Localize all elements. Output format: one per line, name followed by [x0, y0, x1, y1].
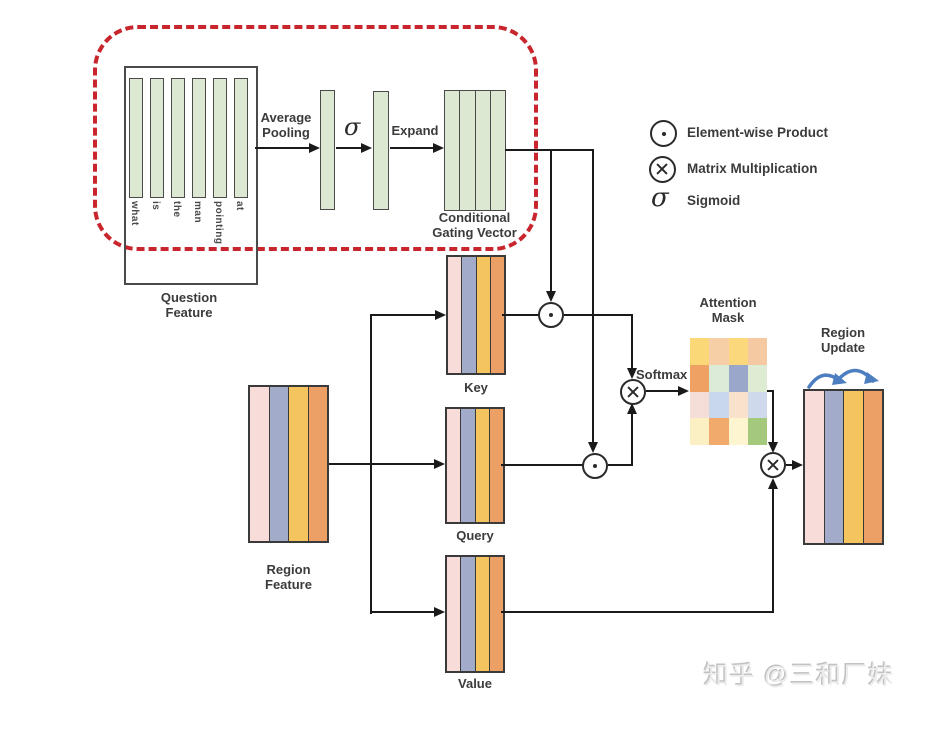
connector — [371, 611, 434, 613]
region-feature-block — [248, 385, 329, 543]
attention-mask-cell — [709, 338, 729, 365]
attention-mask-cell — [728, 418, 748, 445]
connector — [390, 147, 433, 149]
question-token-bar — [150, 78, 164, 198]
legend-matmul-label: Matrix Multiplication — [687, 161, 818, 176]
connector — [772, 489, 774, 613]
query-label: Query — [456, 528, 494, 543]
expand-label: Expand — [391, 123, 439, 138]
attention-mask-cell — [728, 364, 748, 392]
watermark: 知乎 @三和厂妹 — [704, 662, 895, 690]
attention-mask-cell — [690, 418, 710, 445]
arrowhead — [768, 478, 778, 489]
connector — [550, 150, 552, 291]
matrix-multiplication-op-softmax — [620, 379, 646, 405]
arrowhead — [433, 143, 444, 153]
sigma-symbol: σ — [344, 113, 361, 141]
sigmoid-icon: σ — [651, 183, 669, 213]
gated-vector-bar — [373, 91, 389, 210]
value-label: Value — [458, 676, 492, 691]
attention-mask-cell — [690, 338, 710, 365]
question-token-bar — [234, 78, 248, 198]
connector — [767, 390, 774, 392]
question-token-label: man — [192, 201, 203, 224]
attention-mask-cell — [747, 418, 767, 445]
connector — [631, 315, 633, 368]
attention-mask-cell — [709, 364, 729, 392]
conditional-gating-vector-label: Conditional Gating Vector — [432, 210, 517, 240]
arrowhead — [361, 143, 372, 153]
attention-mask-cell — [690, 391, 710, 419]
question-token-bar — [129, 78, 143, 198]
attention-mask-grid — [690, 338, 767, 445]
attention-mask-cell — [728, 391, 748, 419]
question-token-bar — [213, 78, 227, 198]
region-update-block — [803, 389, 884, 545]
attention-mask-cell — [690, 364, 710, 392]
arrowhead — [792, 460, 803, 470]
attention-mask-cell — [747, 364, 767, 392]
key-block — [446, 255, 506, 375]
attention-mask-cell — [728, 338, 748, 365]
matrix-multiplication-op-output — [760, 452, 786, 478]
legend-sigmoid-label: Sigmoid — [687, 193, 741, 208]
question-token-label: pointing — [213, 201, 224, 245]
question-token-bar — [192, 78, 206, 198]
connector — [786, 464, 792, 466]
gating-module-outline — [93, 25, 538, 251]
connector — [502, 314, 539, 316]
attention-mask-cell — [747, 338, 767, 365]
arrowhead — [627, 403, 637, 414]
question-token-label: the — [171, 201, 182, 218]
attention-mask-label: Attention Mask — [699, 295, 757, 325]
connector — [501, 464, 583, 466]
conditional-gating-vector-block — [444, 90, 506, 211]
value-block — [445, 555, 505, 673]
average-pooling-label: Average Pooling — [260, 110, 312, 140]
arrowhead — [588, 442, 598, 453]
arrowhead — [434, 607, 445, 617]
softmax-label: Softmax — [636, 367, 688, 382]
attention-mask-cell — [709, 391, 729, 419]
elementwise-product-icon — [650, 120, 677, 147]
connector — [371, 314, 435, 316]
connector — [608, 464, 633, 466]
connector — [505, 149, 594, 151]
question-token-label: is — [150, 201, 161, 211]
region-feature-label: Region Feature — [265, 562, 312, 592]
connector — [501, 611, 774, 613]
arrowhead — [434, 459, 445, 469]
legend-elementwise-label: Element-wise Product — [687, 125, 829, 140]
attention-mask-cell — [709, 418, 729, 445]
arrowhead — [678, 386, 689, 396]
arrowhead — [768, 442, 778, 453]
connector — [646, 390, 678, 392]
question-feature-box — [124, 66, 258, 285]
connector — [371, 463, 434, 465]
connector — [336, 147, 361, 149]
connector — [329, 463, 372, 465]
connector — [592, 150, 594, 442]
connector — [255, 147, 309, 149]
question-token-label: what — [129, 201, 140, 226]
question-token-label: at — [234, 201, 245, 211]
connector — [564, 314, 633, 316]
elementwise-product-op-query — [582, 453, 608, 479]
connector — [631, 414, 633, 465]
attention-mask-cell — [747, 391, 767, 419]
elementwise-product-op-key — [538, 302, 564, 328]
arrowhead — [435, 310, 446, 320]
key-label: Key — [464, 380, 488, 395]
arrowhead — [309, 143, 320, 153]
matrix-multiplication-icon — [649, 156, 676, 183]
question-token-bar — [171, 78, 185, 198]
arrowhead — [546, 291, 556, 302]
query-block — [445, 407, 505, 524]
arrowhead — [627, 368, 637, 379]
update-arcs-icon — [807, 368, 879, 389]
pooled-vector-bar — [320, 90, 335, 210]
connector — [772, 391, 774, 442]
region-update-label: Region Update — [820, 325, 866, 355]
question-feature-label: Question Feature — [160, 290, 218, 320]
